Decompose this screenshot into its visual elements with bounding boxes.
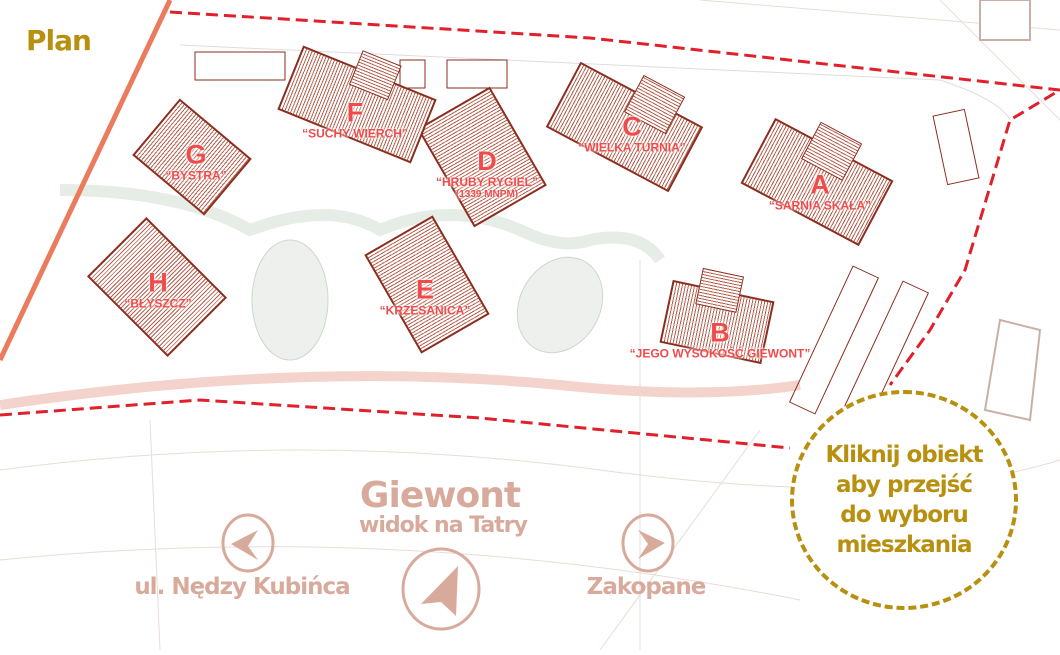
building-letter: E: [415, 274, 435, 305]
building-name: “HRUBY RYGIEL”: [435, 175, 539, 189]
building-label-h[interactable]: H“BŁYSZCZ”: [124, 267, 192, 311]
building-name: “JEGO WYSOKOŚĆ GIEWONT”: [629, 346, 811, 361]
building-wing: [695, 267, 745, 313]
building-name: “KRZESANICA”: [379, 303, 471, 318]
building-letter: H: [148, 267, 168, 298]
building-name: “BYSTRA”: [165, 168, 227, 183]
direction-right-label[interactable]: Zakopane: [586, 574, 707, 600]
building-label-d[interactable]: D“HRUBY RYGIEL”(1339 MNPM): [435, 146, 539, 201]
click-hint-badge: Kliknij obiekt aby przejść do wyboru mie…: [790, 390, 1018, 610]
building-name: “BŁYSZCZ”: [124, 296, 192, 311]
building-label-b[interactable]: B“JEGO WYSOKOŚĆ GIEWONT”: [629, 317, 811, 361]
building-name: “SARNIA SKAŁA”: [768, 198, 872, 213]
building-label-f[interactable]: F“SUCHY WIERCH”: [302, 97, 408, 141]
building-name: “SUCHY WIERCH”: [302, 126, 408, 141]
building-label-e[interactable]: E“KRZESANICA”: [379, 274, 471, 318]
building-label-c[interactable]: C“WIELKA TURNIA”: [578, 111, 686, 155]
click-hint-text: Kliknij obiekt aby przejść do wyboru mie…: [825, 442, 983, 558]
building-letter: B: [710, 317, 730, 348]
building-label-g[interactable]: G“BYSTRA”: [165, 139, 227, 183]
building-label-a[interactable]: A“SARNIA SKAŁA”: [768, 169, 872, 213]
direction-left-label[interactable]: ul. Nędzy Kubińca: [134, 574, 350, 600]
plan-title: Plan: [26, 24, 92, 57]
arrow-right-icon[interactable]: [618, 512, 678, 574]
building-letter: A: [810, 169, 830, 200]
compass-arrow-icon: [401, 547, 481, 631]
building-name: “WIELKA TURNIA”: [578, 140, 686, 155]
building-letter: D: [477, 146, 497, 176]
building-letter: F: [346, 97, 364, 128]
compass-subheading: widok na Tatry: [359, 513, 528, 538]
building-letter: G: [185, 139, 207, 170]
arrow-left-icon[interactable]: [218, 512, 278, 574]
compass-heading: Giewont: [359, 475, 521, 516]
building-subtitle: (1339 MNPM): [455, 189, 519, 200]
building-letter: C: [622, 111, 642, 142]
